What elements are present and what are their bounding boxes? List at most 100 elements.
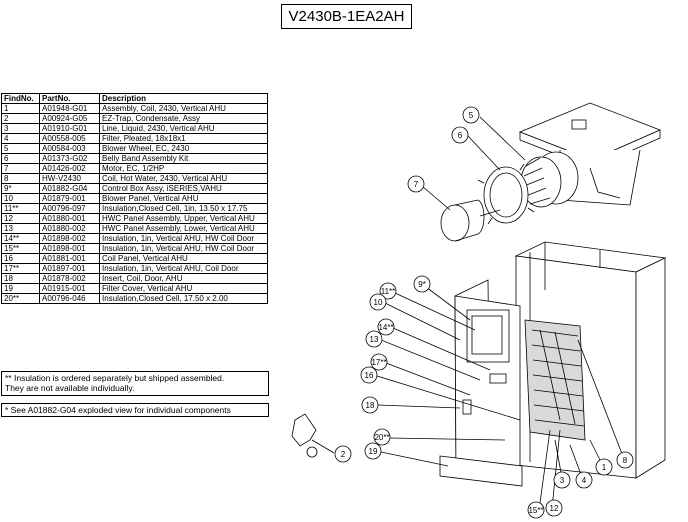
- leader-19: [380, 451, 449, 467]
- callout-circle: [365, 330, 383, 348]
- callout-label: 8: [623, 456, 628, 465]
- insulation-note: ** Insulation is ordered separately but …: [1, 371, 269, 396]
- insulation-note-line2: They are not available individually.: [5, 383, 135, 393]
- callout-circle: [369, 293, 387, 311]
- leader-3: [554, 439, 563, 479]
- callout-circle: [527, 501, 545, 519]
- panel-latch: [489, 373, 507, 384]
- callout-label: 2: [341, 450, 346, 459]
- callout-label: 13: [370, 335, 379, 344]
- callout-circle: [377, 318, 395, 336]
- callout-circle: [379, 282, 397, 300]
- callout-circle: [413, 275, 431, 293]
- callout-circle: [462, 106, 480, 124]
- callout-label: 11**: [381, 287, 396, 296]
- leader-20: [388, 437, 506, 441]
- callout-3: 7: [407, 175, 425, 193]
- callout-7: 14**: [377, 318, 395, 336]
- callout-circle: [595, 458, 613, 476]
- description-cell: Insulation,Closed Cell, 17.50 x 2.00: [99, 293, 268, 304]
- leader-6: [467, 135, 501, 171]
- callout-label: 20**: [374, 433, 389, 442]
- leader-7: [421, 185, 451, 211]
- callout-11: 18: [361, 396, 379, 414]
- callout-16: 12: [545, 499, 563, 517]
- callout-label: 18: [366, 401, 375, 410]
- callout-2: 6: [451, 126, 469, 144]
- callout-circle: [575, 471, 593, 489]
- top-plate-opening: [571, 119, 587, 130]
- insulation-note-line1: ** Insulation is ordered separately but …: [5, 373, 225, 383]
- callout-label: 19: [369, 447, 378, 456]
- callout-circle: [334, 445, 352, 463]
- callout-5: 11**: [379, 282, 397, 300]
- callout-12: 20**: [373, 428, 391, 446]
- callout-4: 9*: [413, 275, 431, 293]
- callout-circle: [370, 353, 388, 371]
- callout-label: 4: [582, 476, 587, 485]
- callout-circle: [553, 471, 571, 489]
- leader-5: [479, 116, 526, 161]
- callout-label: 10: [374, 298, 383, 307]
- motor: [440, 204, 470, 242]
- callout-label: 15**: [528, 506, 543, 515]
- callout-label: 14**: [378, 323, 393, 332]
- callout-1: 5: [462, 106, 480, 124]
- diagram-title: V2430B-1EA2AH: [281, 4, 412, 29]
- callout-label: 6: [458, 131, 463, 140]
- callout-15: 15**: [527, 501, 545, 519]
- callout-6: 10: [369, 293, 387, 311]
- leader-8: [577, 339, 625, 460]
- callout-20: 8: [616, 451, 634, 469]
- leader-15: [539, 429, 551, 504]
- panel-handle: [462, 399, 472, 415]
- callout-circle: [360, 366, 378, 384]
- callout-label: 12: [550, 504, 559, 513]
- callout-10: 16: [360, 366, 378, 384]
- callout-circle: [364, 442, 382, 460]
- callout-19: 1: [595, 458, 613, 476]
- leader-2: [311, 439, 335, 454]
- leader-17: [385, 362, 471, 396]
- filter-cover: [439, 455, 523, 487]
- diagram-linework: [291, 102, 667, 509]
- leader-12: [551, 429, 561, 509]
- callout-circle: [451, 126, 469, 144]
- callout-13: 19: [364, 442, 382, 460]
- callout-label: 7: [414, 180, 419, 189]
- callout-circle: [373, 428, 391, 446]
- callout-label: 9*: [418, 280, 426, 289]
- leader-18: [377, 404, 461, 409]
- callout-circle: [361, 396, 379, 414]
- leader-10: [384, 302, 461, 341]
- callout-label: 17**: [371, 358, 386, 367]
- callout-circle: [545, 499, 563, 517]
- belly-band: [483, 166, 529, 224]
- leader-16: [376, 375, 521, 421]
- callout-14: 2: [334, 445, 352, 463]
- callout-circle: [407, 175, 425, 193]
- callout-17: 3: [553, 471, 571, 489]
- control-box-note: * See A01882-G04 exploded view for indiv…: [1, 403, 269, 417]
- leader-11: [394, 292, 476, 331]
- callout-label: 1: [602, 463, 607, 472]
- leader-13: [380, 339, 481, 381]
- leader-9: [425, 286, 471, 321]
- callout-label: 16: [365, 371, 374, 380]
- ez-trap: [291, 413, 317, 447]
- callout-8: 13: [365, 330, 383, 348]
- cabinet-side: [635, 257, 666, 479]
- callout-label: 3: [560, 476, 565, 485]
- callout-9: 17**: [370, 353, 388, 371]
- callout-label: 5: [469, 111, 474, 120]
- leader-14: [392, 327, 491, 371]
- callout-18: 4: [575, 471, 593, 489]
- callout-circle: [616, 451, 634, 469]
